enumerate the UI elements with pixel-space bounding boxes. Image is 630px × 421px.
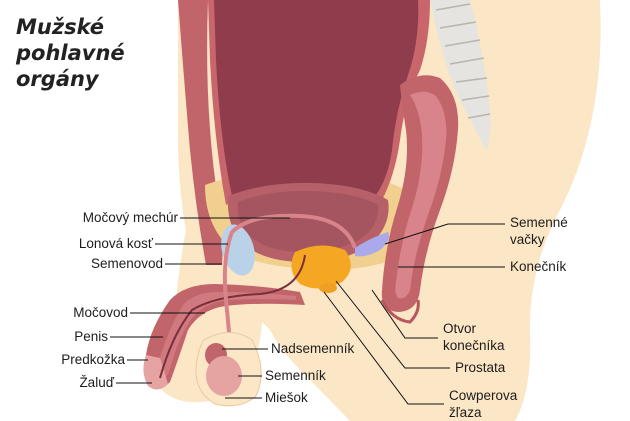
label-cowper-gland-line-2: žľaza bbox=[449, 405, 482, 420]
label-anal-opening-line-1: Otvor bbox=[443, 321, 477, 336]
penis-inner bbox=[158, 292, 296, 380]
label-cowper-gland: Cowperova žľaza bbox=[449, 387, 517, 421]
label-seminal-vesicles: Semenné vačky bbox=[510, 214, 568, 248]
anal-opening bbox=[380, 299, 420, 324]
label-foreskin: Predkožka bbox=[61, 352, 125, 367]
vas-deferens bbox=[222, 213, 357, 373]
label-testis: Semenník bbox=[265, 368, 326, 383]
label-epididymis: Nadsemenník bbox=[271, 341, 355, 356]
label-prostate: Prostata bbox=[455, 360, 506, 375]
label-seminal-vesicles-line-2: vačky bbox=[510, 232, 545, 247]
label-scrotum: Miešok bbox=[265, 390, 308, 405]
cowper-gland bbox=[319, 283, 337, 293]
title-line-1: Mužské bbox=[16, 15, 105, 39]
label-vas-deferens: Semenovod bbox=[90, 256, 163, 271]
label-cowper-gland-line-1: Cowperova bbox=[449, 388, 518, 403]
rectum-inner bbox=[395, 91, 447, 299]
testis bbox=[206, 356, 242, 396]
sacrum bbox=[430, 0, 491, 150]
glans bbox=[143, 355, 168, 390]
label-seminal-vesicles-line-1: Semenné bbox=[510, 215, 568, 230]
abdominal-cavity bbox=[214, 0, 419, 196]
title-line-3: orgány bbox=[16, 67, 99, 91]
urethra bbox=[159, 254, 306, 379]
label-rectum: Konečník bbox=[510, 259, 567, 274]
label-penis: Penis bbox=[74, 329, 108, 344]
title-line-2: pohlavné bbox=[16, 41, 125, 65]
bladder-inside bbox=[237, 190, 379, 252]
label-urethra: Močovod bbox=[73, 305, 128, 320]
leader-lines bbox=[110, 217, 505, 405]
diagram-title: Mužské pohlavné orgány bbox=[16, 14, 176, 92]
label-anal-opening-line-2: konečníka bbox=[443, 338, 505, 353]
label-bladder: Močový mechúr bbox=[82, 210, 178, 225]
prostate bbox=[291, 245, 351, 289]
label-glans: Žaluď bbox=[79, 375, 114, 390]
seminal-vesicle bbox=[355, 232, 389, 257]
label-pubic-bone: Lonová kosť bbox=[78, 236, 153, 251]
label-anal-opening: Otvor konečníka bbox=[443, 320, 505, 354]
